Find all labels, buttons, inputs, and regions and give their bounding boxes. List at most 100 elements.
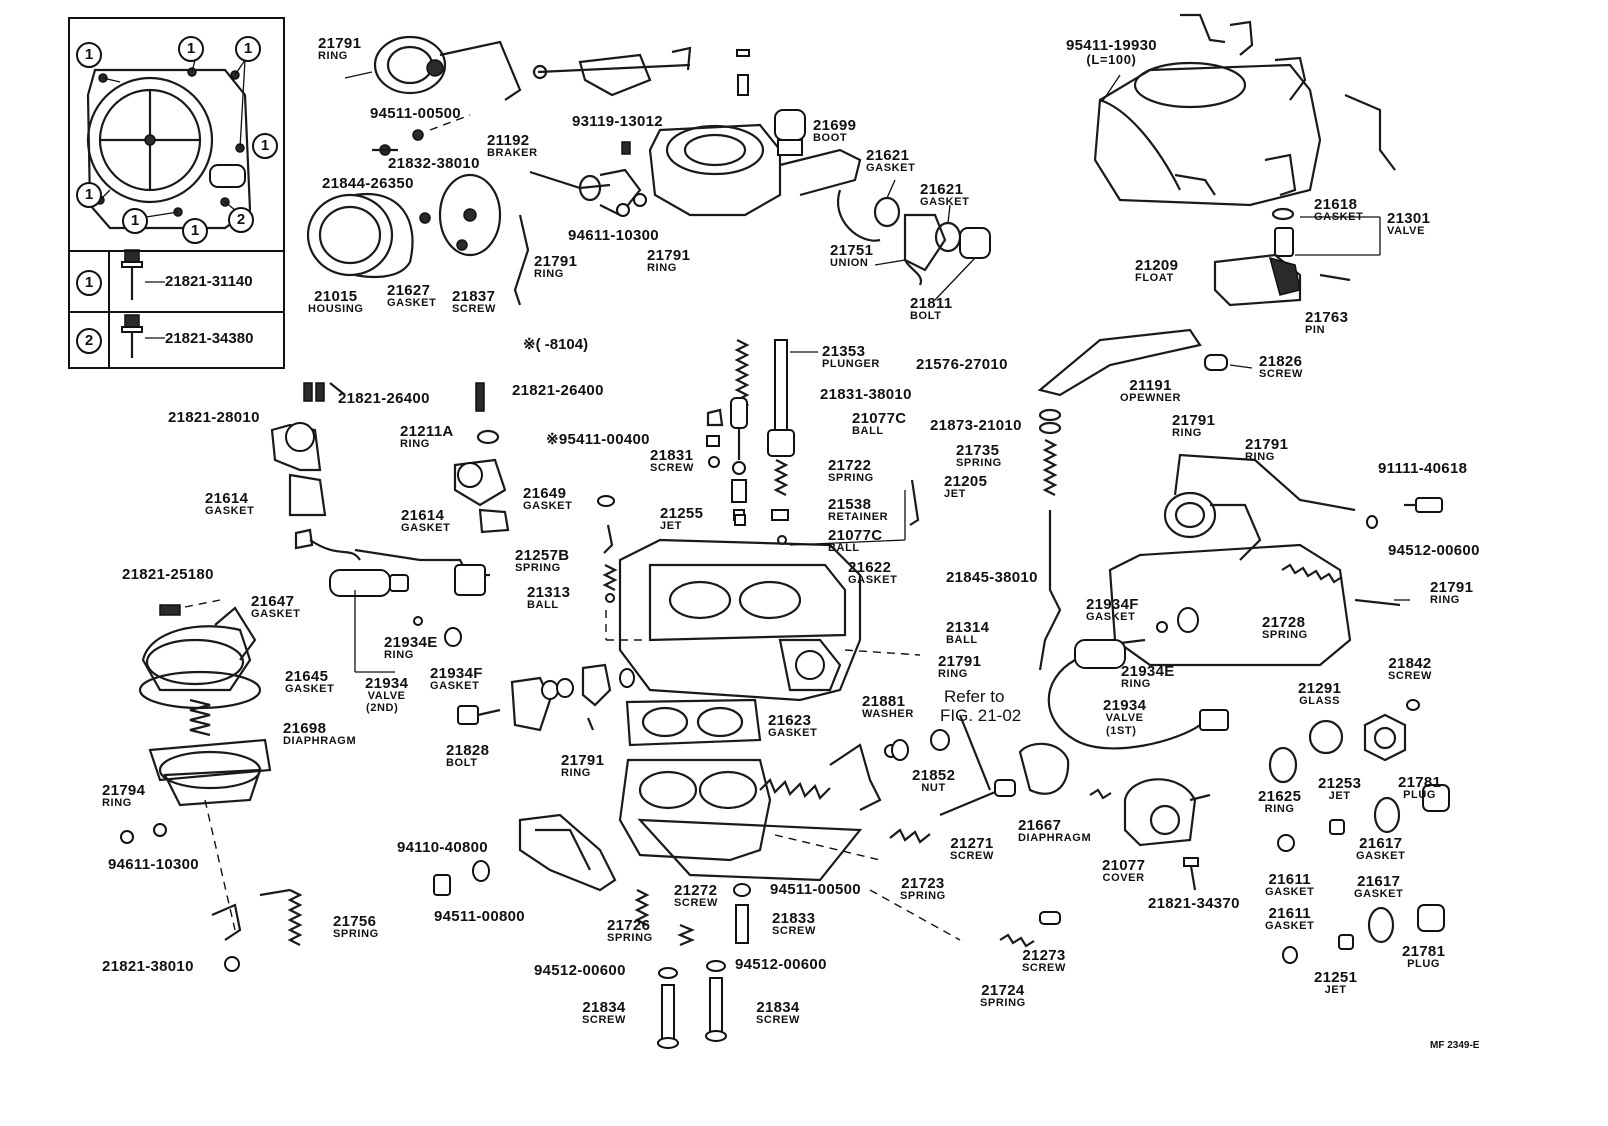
fuel-union-drawing [837,179,991,301]
callout: (2ND) [366,702,399,714]
refer-note-line-2: FIG. 21-02 [940,705,1022,725]
sight-glass-parts-drawing [1268,699,1450,964]
solenoid-valve-2nd-drawing [294,528,490,673]
callout: 91111-40618 [1378,460,1468,477]
callout: 21821-34370 [1148,895,1240,912]
inset-bolt-2-drawing [121,314,165,358]
callout: 21844-26350 [322,175,414,192]
gasket-21623-drawing [625,698,762,747]
plunger-drawing [767,339,818,545]
callout: 21821-26400 [512,382,604,399]
inset-marker-1b: 1 [178,36,204,62]
refer-note-line-1: Refer to [944,687,1005,706]
diaphragm-housing-drawing [306,114,530,306]
inset-column-divider [108,250,110,367]
callout: 94512-00600 [534,962,626,979]
inset-row1-marker: 1 [76,270,102,296]
main-jet-parts-drawing [597,408,746,526]
callout: 21832-38010 [388,155,480,172]
callout: 94512-00600 [1388,542,1480,559]
bracket-left-drawing [270,382,346,517]
callout: 21821-28010 [168,409,260,426]
callout: 94511-00800 [434,908,525,925]
idle-screws-drawing [889,714,1112,948]
float-assembly-drawing [1213,207,1381,307]
callout: 94511-00500 [770,881,861,898]
callout: 21821-25180 [122,566,214,583]
inset-row1-part-number: 21821-31140 [165,273,253,290]
inset-row2-part-number: 21821-34380 [165,330,254,347]
accel-pump-cover-drawing [1123,778,1211,891]
inset-marker-1d: 1 [252,133,278,159]
throttle-lever-drawing [532,46,750,97]
callout: 21845-38010 [946,569,1038,586]
inset-divider-mid [70,311,283,313]
bracket-mid-drawing [453,382,510,534]
vacuum-actuator-drawing [344,35,522,101]
throttle-body-drawing [433,743,961,947]
inset-row2-marker: 2 [76,328,102,354]
refer-to-figure-note: Refer to FIG. 21-02 [940,687,1022,725]
figure-code: MF 2349-E [1430,1040,1480,1051]
inset-marker-1g: 1 [182,218,208,244]
callout: 21576-27010 [916,356,1008,373]
screws-bottom-drawing [657,960,727,1049]
callout: 95411-19930(L=100) [1066,37,1157,67]
callout: 94110-40800 [397,839,488,856]
